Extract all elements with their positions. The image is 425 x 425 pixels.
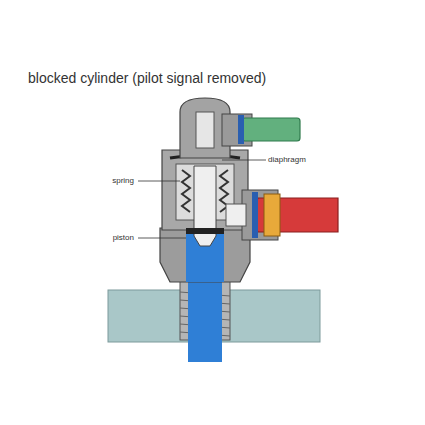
collet-ring — [252, 192, 258, 238]
part-label: diaphragm — [268, 155, 306, 165]
part-label: piston — [113, 233, 134, 243]
tube-insert — [264, 194, 280, 236]
pilot-tube — [242, 118, 300, 141]
leader-line — [222, 160, 266, 161]
outlet-port — [226, 204, 246, 226]
leader-line — [138, 238, 186, 239]
leader-line — [138, 181, 180, 182]
diagram-title: blocked cylinder (pilot signal removed) — [28, 70, 266, 86]
spring-coil — [182, 170, 190, 212]
collet-ring — [238, 115, 244, 144]
pilot-port — [196, 112, 214, 148]
part-label: spring — [112, 176, 134, 186]
piston-seal — [186, 228, 224, 234]
